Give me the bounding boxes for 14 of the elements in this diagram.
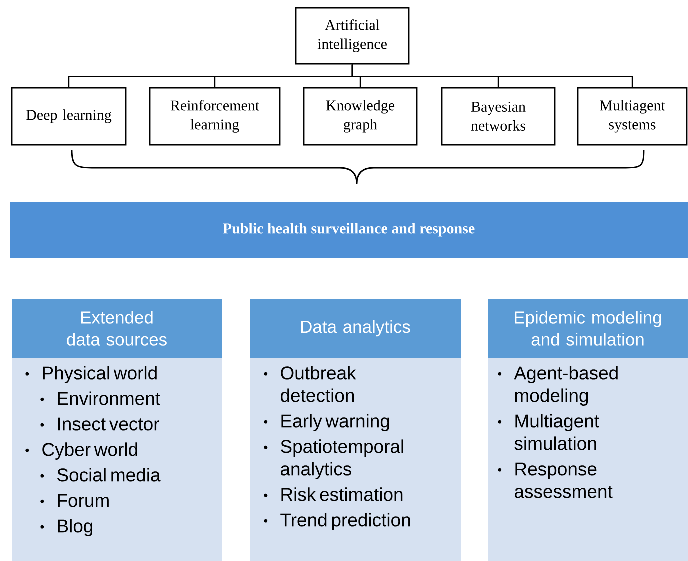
column-header: Data analytics [250, 299, 461, 358]
process-box: Artificial intelligence [295, 7, 410, 65]
process-box: Deep learning [11, 87, 127, 146]
bullet-list: Physical world Environment Insect vector Cyber world Social media Forum Blog [12, 358, 222, 561]
process-box: Reinforcement learning [149, 87, 281, 146]
column-header: Extended data sources [12, 299, 222, 358]
process-box: Multiagent systems [577, 87, 688, 146]
bullet-list: Outbreak detection Early warning Spatiotemporal analytics Risk estimation Trend prediction [250, 358, 462, 561]
column-header: Epidemic modeling and simulation [488, 299, 688, 358]
process-box: Knowledge graph [303, 87, 418, 146]
process-box: Bayesian networks [441, 87, 556, 146]
title-banner: Public health surveillance and response [10, 202, 688, 258]
connector [352, 64, 634, 88]
bullet-list: Agent-based modeling Multiagent simulation Response assessment [488, 358, 688, 561]
